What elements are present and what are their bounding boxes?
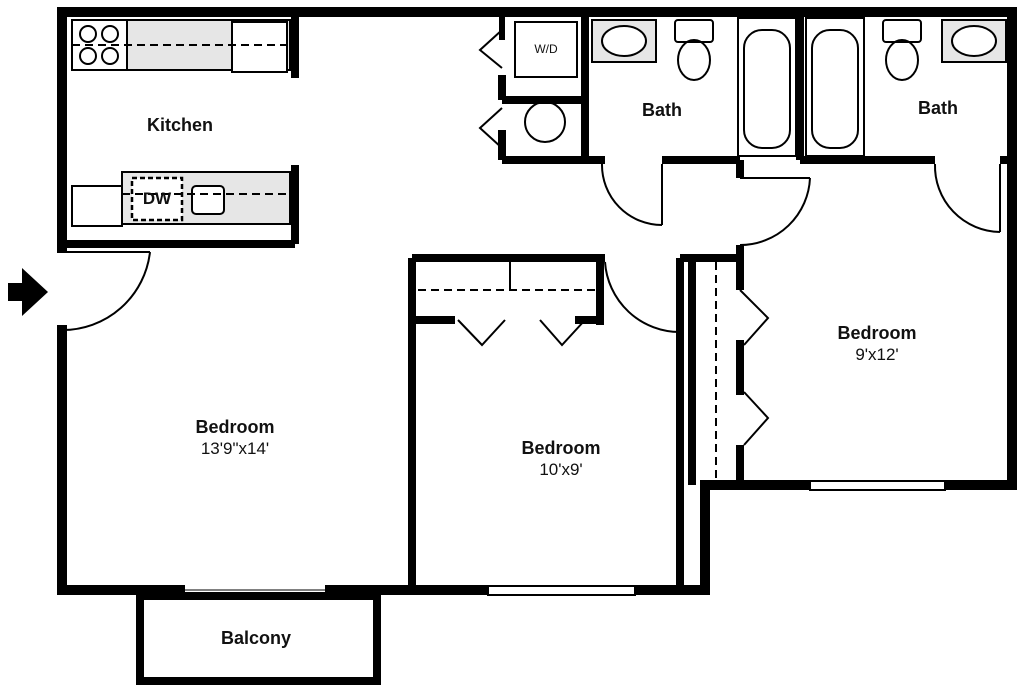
laundry-closet [478, 12, 589, 164]
room-dimensions: 9'x12' [855, 345, 899, 364]
closet-right [715, 262, 770, 480]
room-name: Bedroom [837, 323, 917, 343]
washer-dryer-label: W/D [534, 42, 558, 56]
kitchen-counters [71, 19, 291, 227]
balcony-walls [136, 592, 381, 685]
room-bedroom-middle: Bedroom 10'x9' [486, 437, 636, 481]
dishwasher-label: DW [142, 189, 172, 208]
kitchen-walls [62, 12, 299, 248]
entry-door [61, 251, 151, 332]
windows [180, 480, 946, 596]
room-name: Bedroom [521, 438, 601, 458]
room-bedroom-main: Bedroom 13'9"x14' [160, 416, 310, 460]
arrow-right-icon [8, 268, 48, 316]
bath-fixtures [591, 17, 1007, 247]
room-bedroom-right: Bedroom 9'x12' [802, 322, 952, 366]
room-label-kitchen: Kitchen [146, 115, 213, 135]
room-label-bath-left: Bath [642, 100, 682, 120]
room-dimensions: 10'x9' [539, 460, 583, 479]
outer-walls [57, 7, 1017, 595]
bath-walls [585, 12, 1012, 178]
middle-bedroom-walls [408, 254, 740, 590]
closet-middle [418, 261, 681, 347]
room-label-bath-right: Bath [918, 98, 958, 118]
right-bedroom-walls [688, 245, 744, 485]
room-label-balcony: Balcony [220, 628, 292, 648]
room-dimensions: 13'9"x14' [200, 439, 270, 458]
room-name: Bedroom [195, 417, 275, 437]
